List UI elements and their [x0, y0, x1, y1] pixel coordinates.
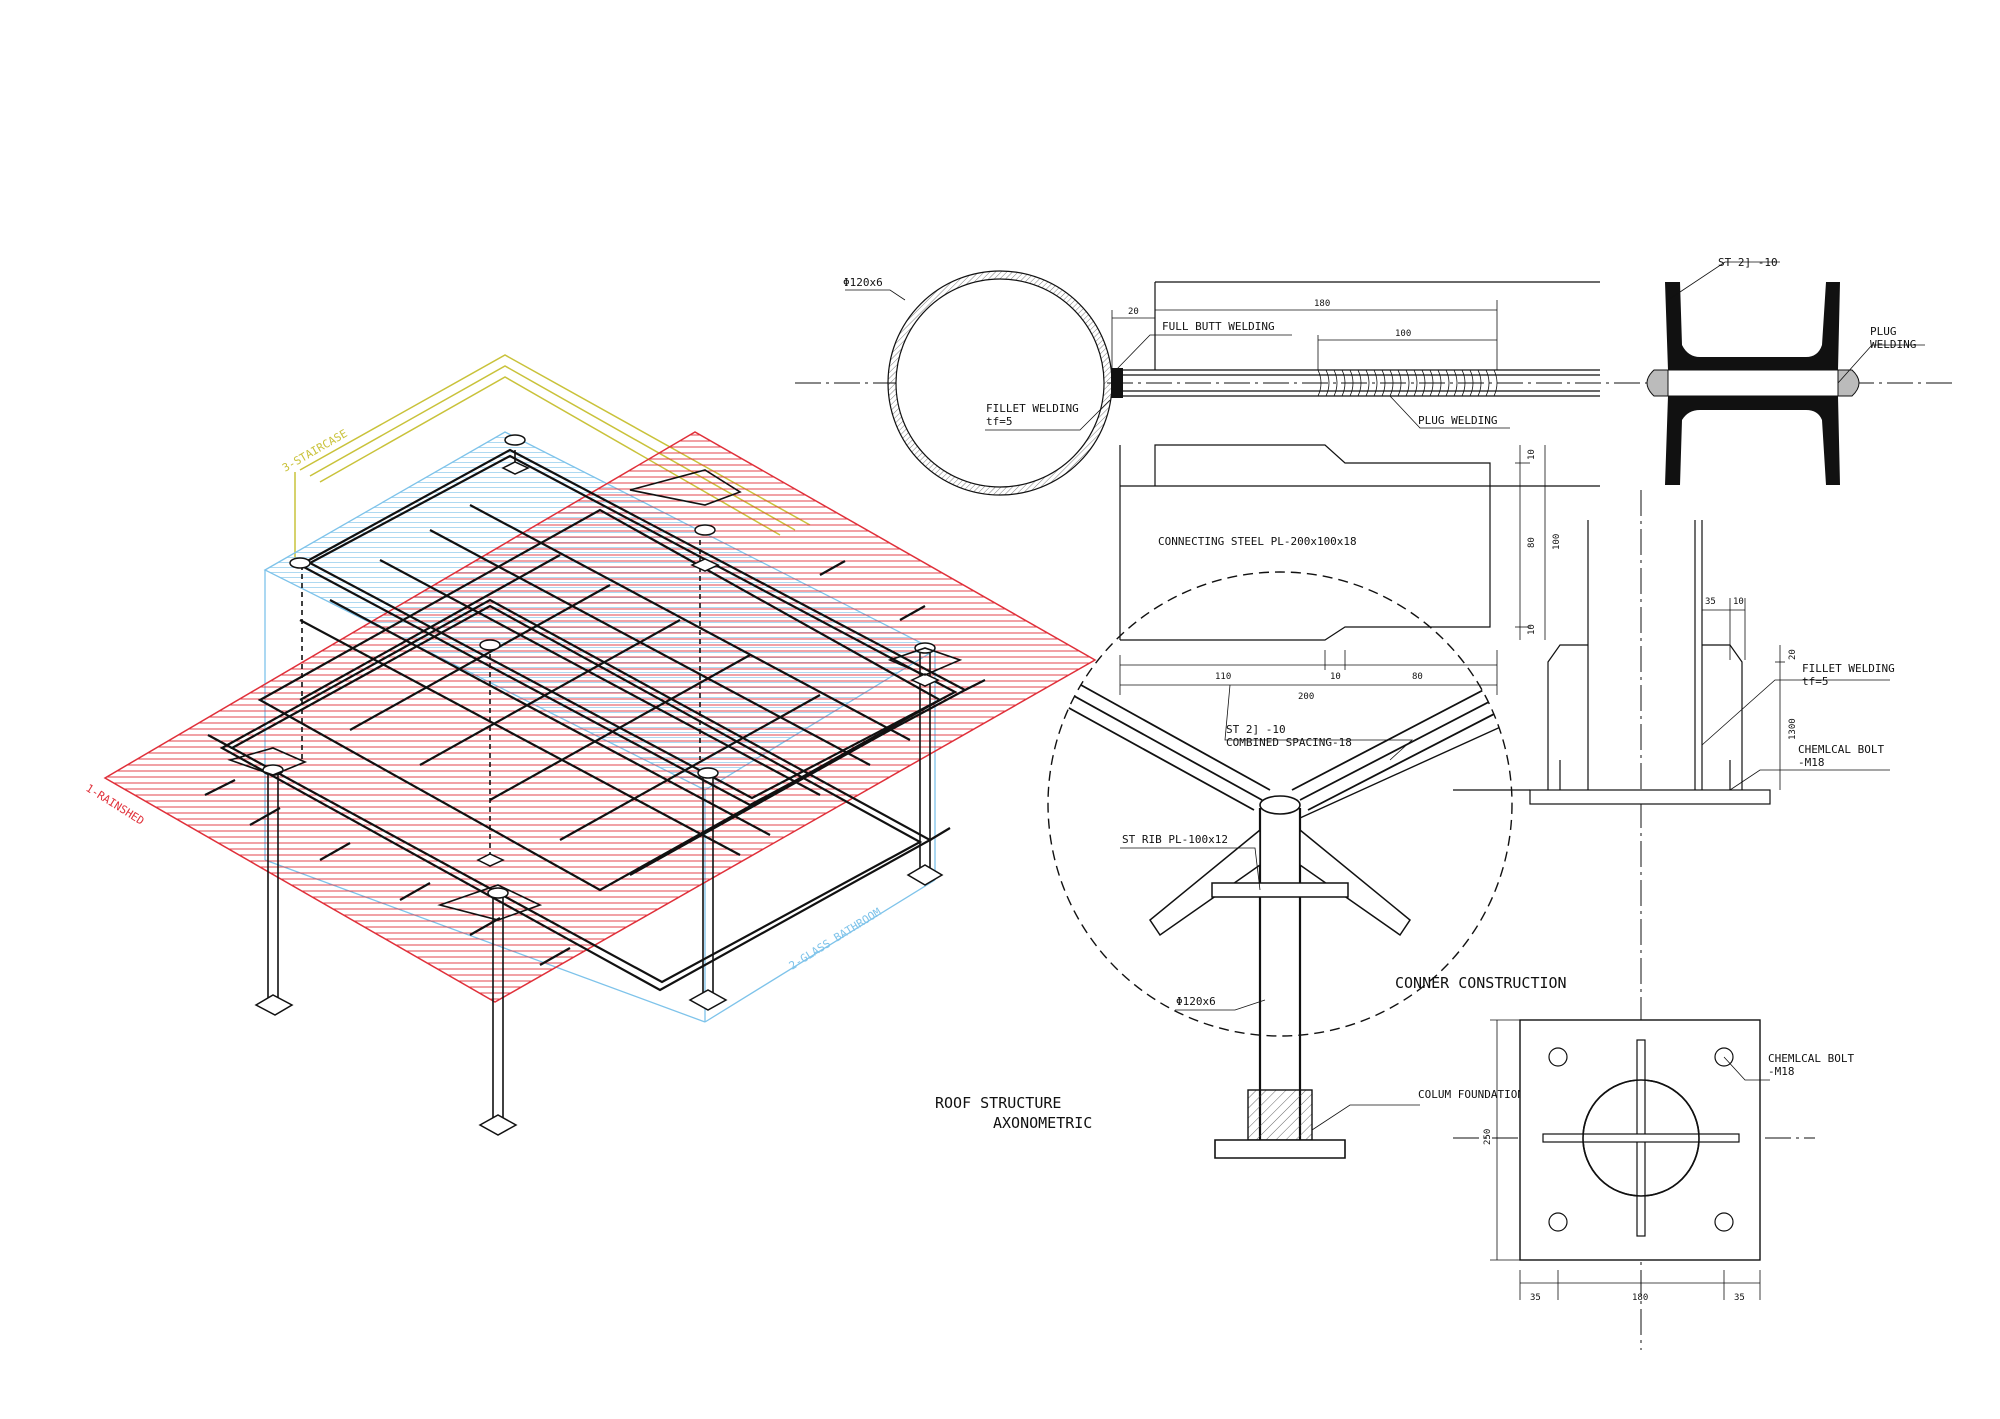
- corner-tube-label: Φ120x6: [1176, 995, 1216, 1008]
- bolt-hole: [1714, 1212, 1734, 1232]
- weld-detail: 20 180 100 Φ120x6 FULL BUTT WELDING FILL…: [843, 270, 1600, 496]
- elev-bolt-label: CHEMLCAL BOLT: [1798, 743, 1884, 756]
- plate-dim-v100: 100: [1552, 534, 1562, 550]
- plate-dim-10: 10: [1330, 672, 1341, 682]
- axonometric-title-line1: ROOF STRUCTURE: [935, 1094, 1061, 1112]
- dim-100: 100: [1395, 329, 1411, 339]
- plug-welding-label: PLUG WELDING: [1418, 414, 1497, 427]
- connecting-steel-label: CONNECTING STEEL PL-200x100x18: [1158, 535, 1357, 548]
- base-elevation: 35 10 20 1300 FILLET WELDING tf=5 CHEMLC…: [1453, 520, 1895, 805]
- plan-dim-35-right: 35: [1734, 1293, 1745, 1303]
- tube-size-label: Φ120x6: [843, 276, 883, 289]
- column-foundation-label: COLUM FOUNDATION: [1418, 1088, 1524, 1101]
- channel-member-label: ST 2] -10: [1718, 256, 1778, 269]
- columns: [267, 450, 931, 1120]
- elev-dim-20: 20: [1788, 649, 1798, 660]
- zone-label-glass-bathroom: 2-GLASS BATHROOM: [787, 905, 884, 972]
- corner-member-label: ST 2] -10: [1226, 723, 1286, 736]
- plate-dim-110: 110: [1215, 672, 1231, 682]
- elev-dim-1300: 1300: [1788, 718, 1798, 740]
- plan-bolt-size-label: -M18: [1768, 1065, 1795, 1078]
- elev-bolt-size-label: -M18: [1798, 756, 1825, 769]
- plan-dim-250: 250: [1483, 1129, 1493, 1145]
- full-butt-welding-label: FULL BUTT WELDING: [1162, 320, 1275, 333]
- plate-dim-v80: 80: [1527, 537, 1537, 548]
- corner-brackets: [227, 469, 963, 921]
- base-plate-plan: 250 35 180 35 CHEMLCAL BOLT -M18: [1483, 1019, 1854, 1303]
- plate-dim-200: 200: [1298, 692, 1314, 702]
- plan-dim-180: 180: [1632, 1293, 1648, 1303]
- column-nodes: [254, 434, 944, 1136]
- bolt-hole: [1548, 1212, 1568, 1232]
- channel-section: ST 2] -10 PLUG WELDING: [1646, 256, 1925, 485]
- axonometric-title-line2: AXONOMETRIC: [993, 1114, 1092, 1132]
- plate-dim-v10b: 10: [1527, 624, 1537, 635]
- plate-dim-80: 80: [1412, 672, 1423, 682]
- rib-plate-label: ST RIB PL-100x12: [1122, 833, 1228, 846]
- combined-spacing-label: COMBINED SPACING-18: [1226, 736, 1352, 749]
- plug-weld-marks: [1317, 369, 1498, 397]
- corner-construction-title: CONNER CONSTRUCTION: [1395, 974, 1567, 992]
- bolt-hole: [1548, 1047, 1568, 1067]
- connecting-plate: CONNECTING STEEL PL-200x100x18 110 10 80…: [1119, 444, 1600, 702]
- elev-fillet-tf-label: tf=5: [1802, 675, 1829, 688]
- corner-construction: ST 2] -10 COMBINED SPACING-18 ST RIB PL-…: [1047, 571, 1567, 1159]
- elev-dim-10: 10: [1733, 597, 1744, 607]
- plan-bolt-label: CHEMLCAL BOLT: [1768, 1052, 1854, 1065]
- plug-welding-note-line2: WELDING: [1870, 338, 1916, 351]
- centre-lines: [795, 382, 1955, 1350]
- elev-dim-35: 35: [1705, 597, 1716, 607]
- fillet-welding-label: FILLET WELDING: [986, 402, 1079, 415]
- elev-fillet-label: FILLET WELDING: [1802, 662, 1895, 675]
- plan-dim-35-left: 35: [1530, 1293, 1541, 1303]
- plate-dim-v10a: 10: [1527, 449, 1537, 460]
- dim-180: 180: [1314, 299, 1330, 309]
- plug-welding-note-line1: PLUG: [1870, 325, 1897, 338]
- zone-label-staircase: 3-STAIRCASE: [280, 427, 350, 475]
- fillet-tf-label: tf=5: [986, 415, 1013, 428]
- dim-20: 20: [1128, 307, 1139, 317]
